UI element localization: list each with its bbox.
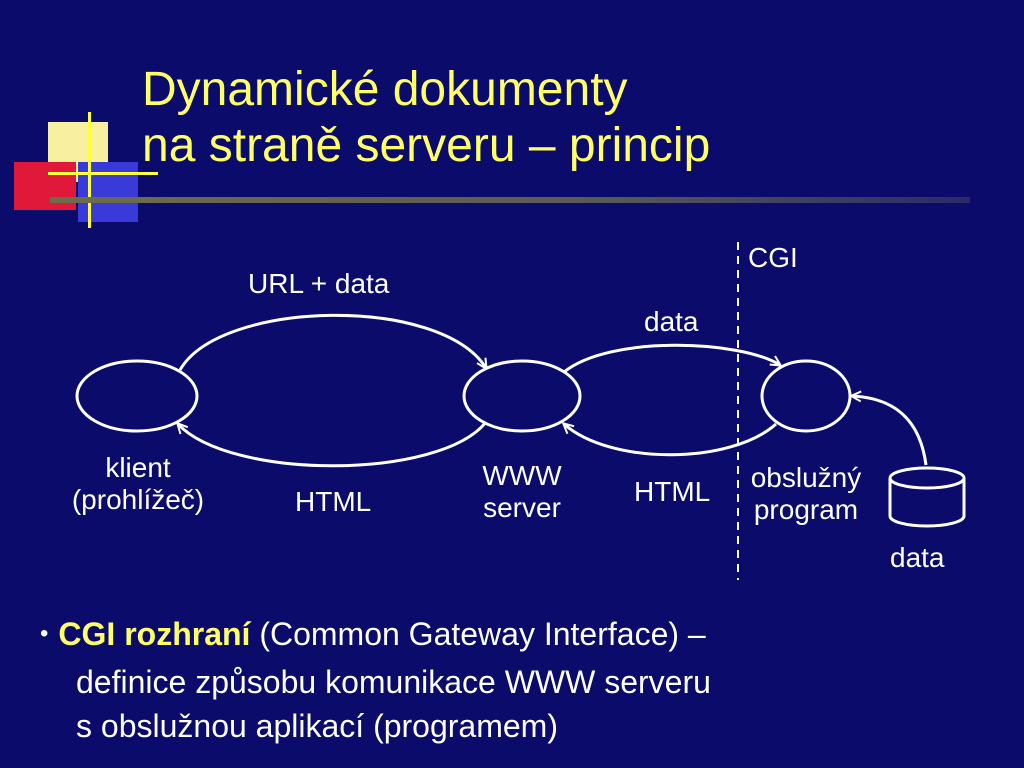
label-url-data: URL + data [248,268,390,299]
label-program: obslužný program [740,462,872,526]
bullet-line-3: s obslužnou aplikací (programem) [76,708,558,744]
label-program-line-1: obslužný [750,462,862,493]
page-title: Dynamické dokumenty na straně serveru – … [142,62,710,174]
title-line-2: na straně serveru – princip [142,119,711,172]
label-data-top: data [644,306,699,337]
bullet-line-2: definice způsobu komunikace WWW serveru [76,664,711,700]
label-client-line-1: klient [105,452,171,483]
label-html-left: HTML [295,486,372,517]
arrow-url-data [178,313,486,371]
label-program-line-2: program [753,494,859,525]
bullet-definition: (Common Gateway Interface) – [250,616,706,652]
bullet-term: CGI rozhraní [58,616,251,652]
database-icon [888,466,966,528]
arrow-html-left [178,421,488,468]
label-server: WWW server [462,460,582,524]
server-node [462,359,582,433]
bullet-line-1: • CGI rozhraní (Common Gateway Interface)… [40,612,1000,660]
program-node [760,359,852,433]
label-client-line-2: (prohlížeč) [71,484,205,515]
title-line-1: Dynamické dokumenty [142,63,628,116]
label-server-line-1: WWW [482,460,562,491]
label-server-line-2: server [483,492,561,523]
arrow-data-store [852,396,928,466]
bullet-item: • CGI rozhraní (Common Gateway Interface)… [40,612,1000,748]
label-client: klient (prohlížeč) [46,452,230,516]
arrow-data [563,343,780,374]
logo-decoration [0,100,160,230]
title-divider [50,197,970,203]
label-html-right: HTML [634,476,711,507]
client-node [75,359,199,433]
arrow-html-right [564,424,777,457]
cgi-diagram [75,242,966,580]
label-cgi: CGI [748,242,798,273]
label-data-store: data [890,542,945,573]
bullet-icon: • [40,620,49,647]
